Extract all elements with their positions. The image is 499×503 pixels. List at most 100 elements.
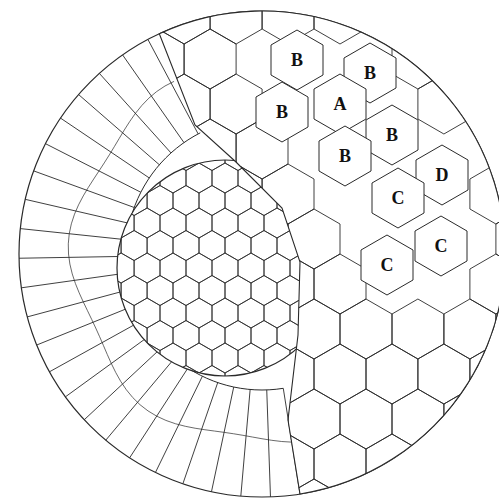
- cap-cell: [392, 479, 444, 503]
- cap-cell: [236, 479, 288, 503]
- cap-cell: [2, 254, 54, 314]
- cap-cell: [210, 164, 262, 224]
- cap-cell: [470, 0, 499, 44]
- inner-cell: [173, 276, 199, 306]
- wall-edge: [211, 387, 233, 492]
- inner-cell: [199, 276, 225, 306]
- inner-cell: [121, 321, 147, 351]
- wall-edge: [27, 289, 130, 317]
- inner-cell: [95, 231, 121, 261]
- inner-cell: [147, 186, 173, 216]
- cap-cell: [106, 0, 158, 44]
- inner-cell: [225, 366, 251, 396]
- labeled-cell: C: [370, 167, 426, 229]
- cap-cell: [262, 254, 314, 314]
- inner-cell: [186, 343, 212, 373]
- wall-edge: [25, 199, 129, 223]
- labeled-cell: A: [312, 73, 368, 135]
- cap-cell: [80, 209, 132, 269]
- inner-cell: [121, 186, 147, 216]
- cap-cell: [28, 479, 80, 503]
- cap-cell: [80, 119, 132, 179]
- cell-hexagon: [415, 216, 467, 276]
- cap-cell: [80, 389, 132, 449]
- cap-cell: [288, 209, 340, 269]
- cap-cell: [54, 344, 106, 404]
- cap-cell: [288, 299, 340, 359]
- wall-edge: [106, 358, 175, 440]
- cap-cell: [366, 434, 418, 494]
- cap-cell: [158, 0, 210, 44]
- cap-cell: [28, 209, 80, 269]
- wall-edge: [37, 305, 136, 345]
- inner-cell: [160, 298, 186, 328]
- inner-cell: [186, 163, 212, 193]
- cell-letter: B: [339, 147, 351, 165]
- cap-cell: [28, 389, 80, 449]
- inner-cell: [160, 253, 186, 283]
- wall-edge: [45, 144, 140, 193]
- inner-cell: [251, 366, 277, 396]
- cell-letter: C: [392, 189, 405, 207]
- inner-cell: [212, 343, 238, 373]
- cap-cell: [132, 389, 184, 449]
- cap-cell: [366, 0, 418, 44]
- inner-cell: [134, 253, 160, 283]
- cap-cell: [288, 389, 340, 449]
- cap-cell: [262, 344, 314, 404]
- cell-hexagon: [361, 235, 413, 295]
- inner-cell: [199, 231, 225, 261]
- cap-cell: [132, 119, 184, 179]
- cell-letter: B: [386, 126, 398, 144]
- cap-cell: [444, 29, 496, 89]
- cap-cell: [340, 299, 392, 359]
- cap-cell: [54, 434, 106, 494]
- cell-hexagon: [319, 126, 371, 186]
- inner-cell: [251, 321, 277, 351]
- cap-cell: [262, 164, 314, 224]
- wall-edge: [65, 334, 152, 397]
- cell-letter: C: [381, 256, 394, 274]
- cap-cell: [470, 74, 499, 134]
- inner-cell: [238, 343, 264, 373]
- cap-cell: [0, 344, 2, 404]
- inner-cell: [173, 321, 199, 351]
- wall-edge: [49, 320, 143, 372]
- cap-cell: [2, 344, 54, 404]
- outer-sphere: [19, 11, 499, 497]
- cap-cell: [0, 209, 28, 269]
- cap-cell: [0, 434, 2, 494]
- cell-letter: B: [291, 51, 303, 69]
- cap-cell: [54, 164, 106, 224]
- inner-cell: [134, 343, 160, 373]
- inner-cell: [186, 253, 212, 283]
- cap-cell: [314, 434, 366, 494]
- inner-cell: [225, 231, 251, 261]
- inner-cell: [173, 141, 199, 171]
- cap-cell: [366, 344, 418, 404]
- cap-cell: [28, 119, 80, 179]
- cap-cell: [28, 299, 80, 359]
- inner-cell: [264, 343, 290, 373]
- inner-cell: [108, 208, 134, 238]
- cap-cell: [54, 254, 106, 314]
- inner-cell: [238, 253, 264, 283]
- cap-cell: [158, 434, 210, 494]
- cap-cell: [158, 344, 210, 404]
- cap-cell: [262, 434, 314, 494]
- cap-cell: [418, 74, 470, 134]
- wall-edge: [61, 118, 150, 178]
- cell-hexagon: [256, 82, 308, 142]
- labeled-cell: B: [254, 81, 310, 143]
- labeled-cell: C: [359, 234, 415, 296]
- inner-cell: [173, 186, 199, 216]
- cap-cell: [210, 434, 262, 494]
- cap-cell: [0, 254, 2, 314]
- inner-cell: [160, 343, 186, 373]
- cap-cell: [288, 479, 340, 503]
- cap-cell: [314, 344, 366, 404]
- cap-cell: [470, 254, 499, 314]
- inner-cell: [134, 208, 160, 238]
- cap-cell: [2, 434, 54, 494]
- wall-edge: [183, 383, 218, 484]
